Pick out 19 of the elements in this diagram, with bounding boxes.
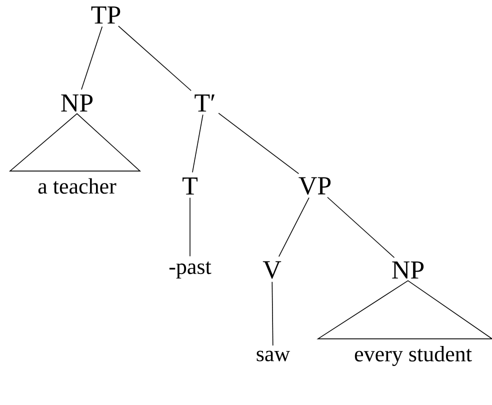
category-label: TP: [91, 6, 120, 24]
tree-branch: [272, 282, 274, 346]
tree-branch: [81, 26, 103, 90]
category-label: NP: [392, 261, 424, 279]
category-label: VP: [298, 177, 331, 195]
tree-branch: [278, 197, 310, 257]
tree-branch: [327, 196, 395, 258]
word-label: a teacher: [38, 178, 116, 194]
category-label: T′: [194, 94, 214, 112]
word-label: -past: [169, 261, 212, 279]
category-label: T: [182, 177, 198, 195]
category-label: NP: [61, 94, 93, 112]
tree-branch: [218, 112, 300, 174]
tree-branch: [118, 26, 192, 92]
category-label: V: [262, 261, 282, 279]
tree-branch: [192, 114, 204, 173]
triangle-branch: [316, 280, 492, 340]
word-label: every student: [354, 346, 472, 366]
word-label: saw: [256, 350, 290, 362]
